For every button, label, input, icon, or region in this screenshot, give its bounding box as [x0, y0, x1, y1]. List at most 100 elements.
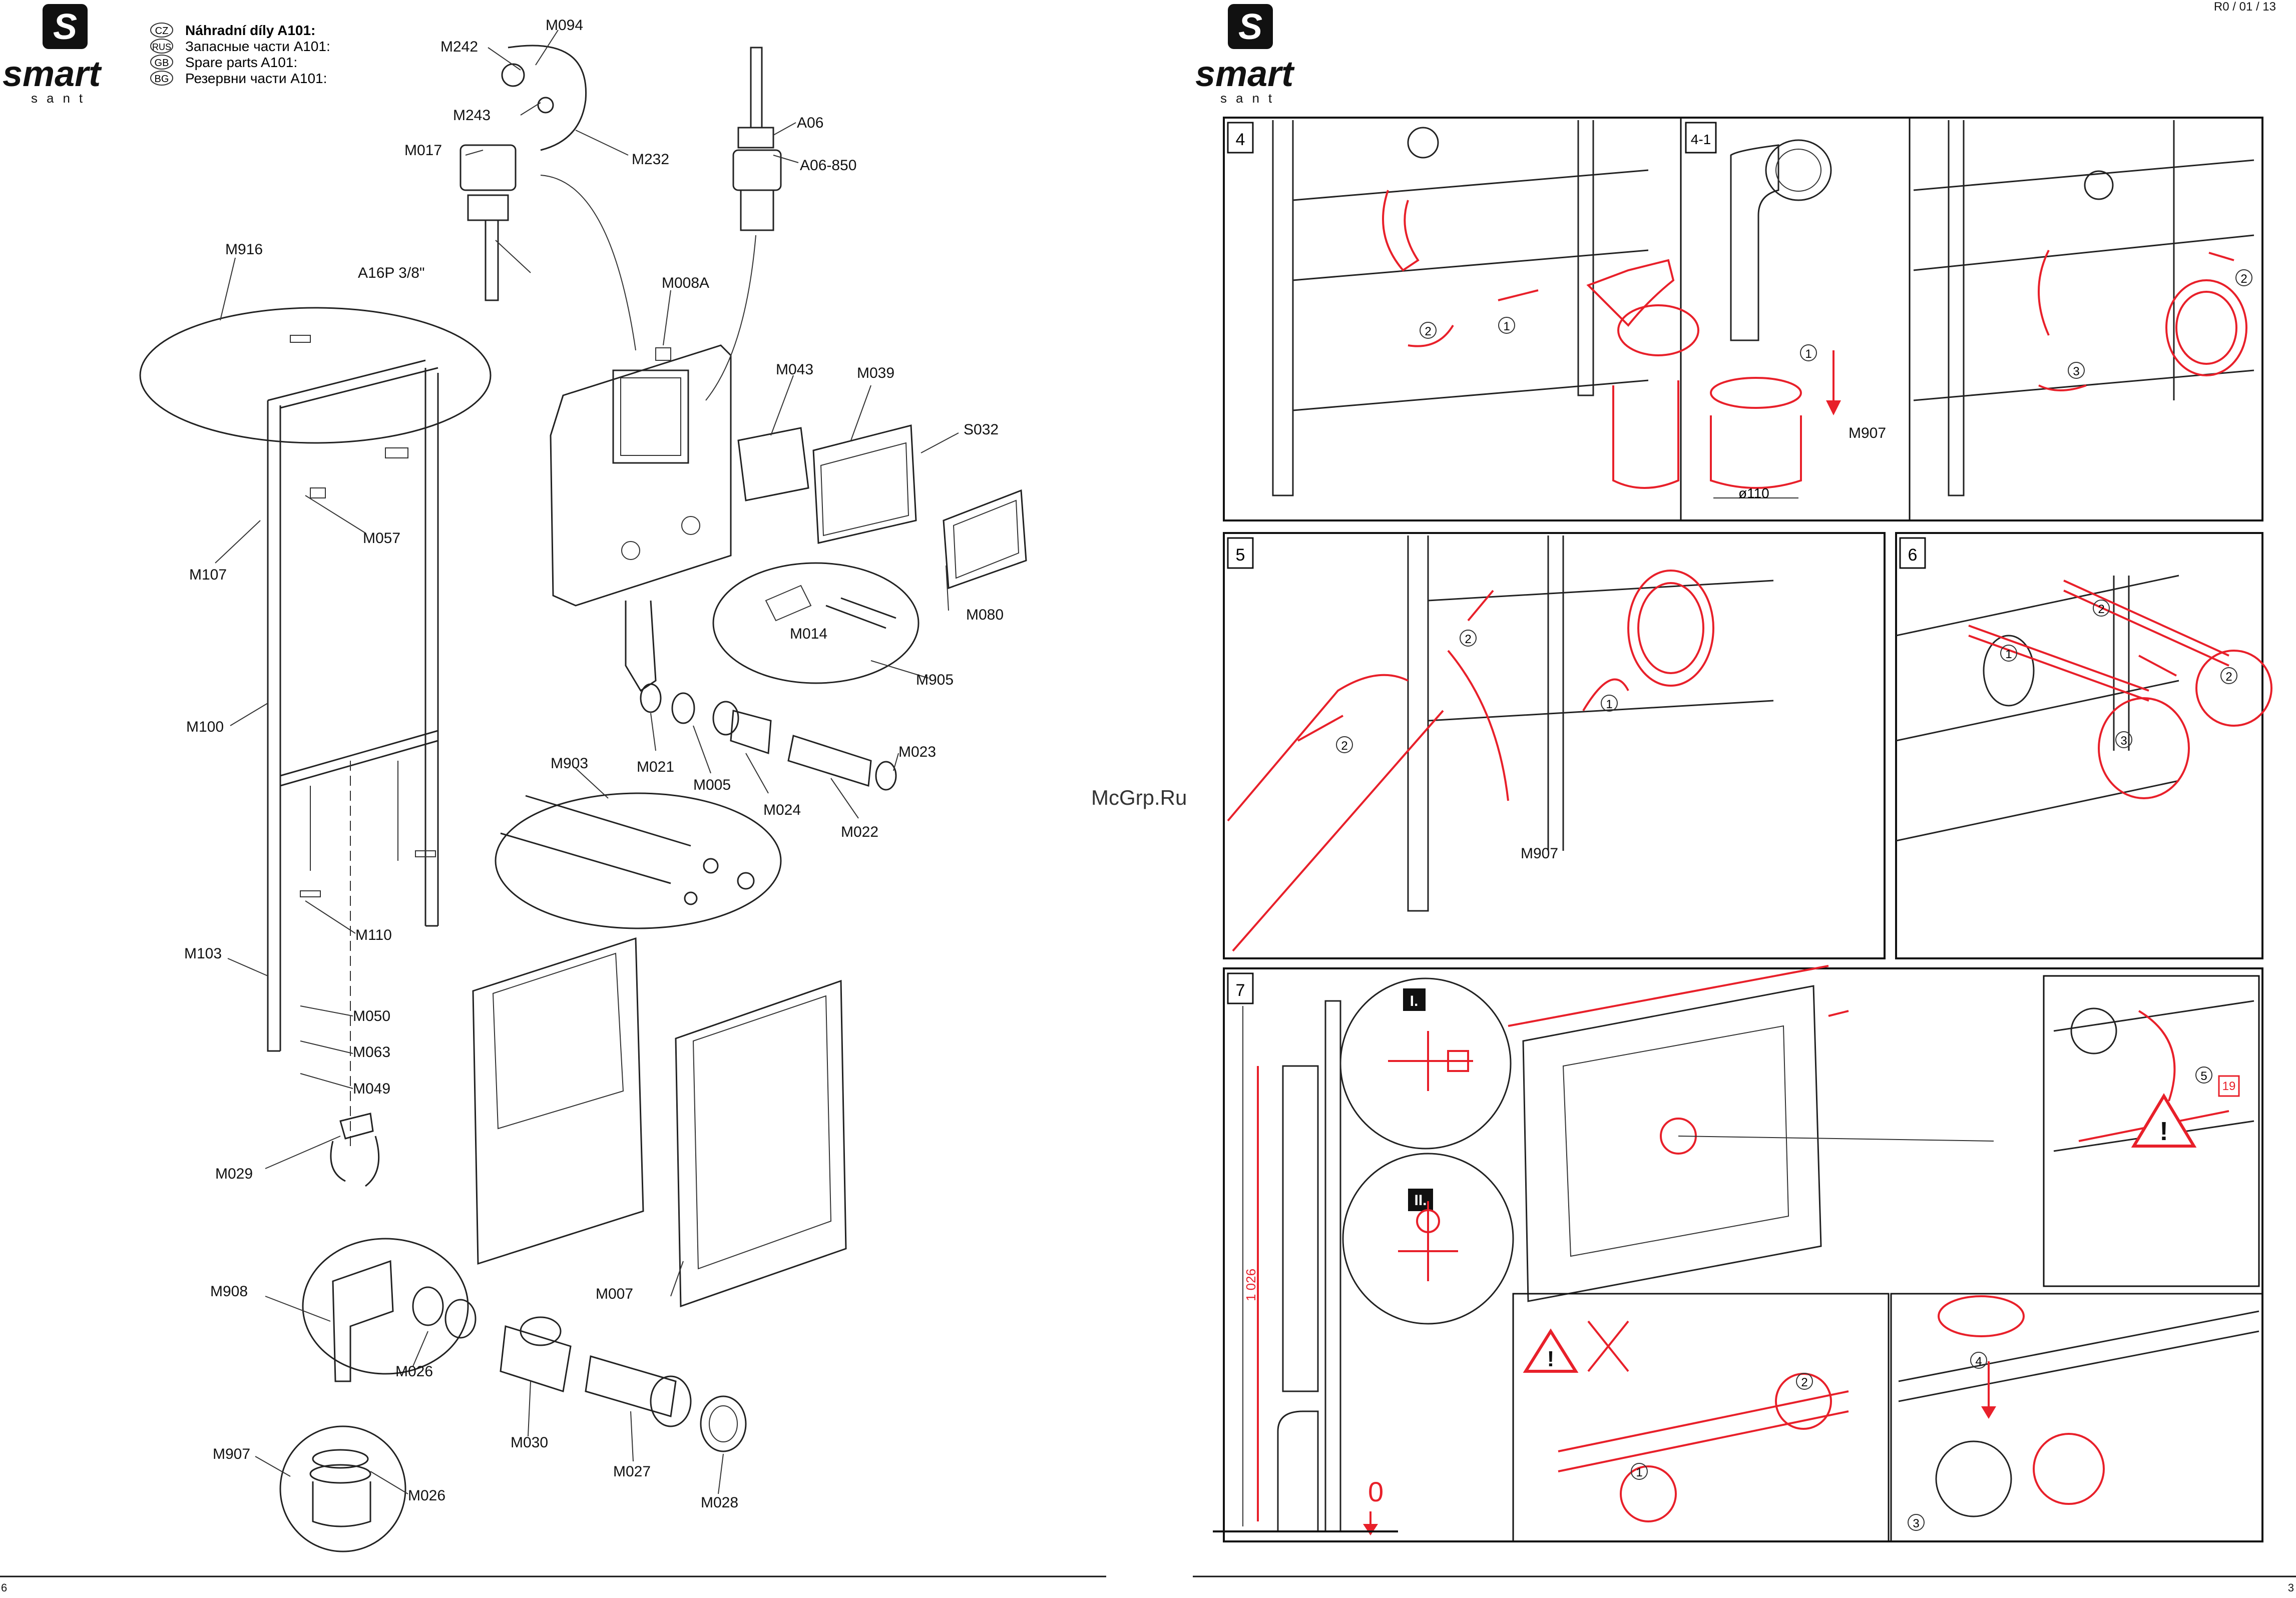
logo-sub-right: sant	[1220, 91, 1281, 106]
label-m030: M030	[511, 1434, 548, 1451]
panel-step-4: 4 1 2	[1223, 117, 2263, 521]
p7-inset-ii: II.	[1414, 1192, 1427, 1209]
label-m023: M023	[898, 744, 936, 760]
p7-label-5: 5	[2200, 1070, 2207, 1083]
label-m907: M907	[213, 1446, 250, 1462]
panel-step-6: 6 1 2 2 3	[1895, 532, 2272, 959]
p6-label-2b: 2	[2225, 670, 2232, 684]
header-line-bg: Резервни части A101:	[185, 71, 327, 86]
label-m043: M043	[776, 361, 813, 378]
step-5-number: 5	[1236, 546, 1245, 565]
header-line-gb: Spare parts A101:	[185, 55, 297, 70]
p7-label-4: 4	[1975, 1355, 1982, 1368]
label-m903: M903	[551, 755, 588, 772]
p7-tag: 19	[2222, 1080, 2236, 1093]
rods-oval	[495, 792, 782, 929]
flush-valve-drawing	[705, 47, 782, 401]
label-m014: M014	[790, 626, 827, 642]
panel-step-5: 5 1 2 2 M907	[1223, 532, 1886, 959]
p7-label-2: 2	[1801, 1376, 1807, 1389]
label-m022: M022	[841, 824, 878, 840]
header-block: CZ Náhradní díly A101: RUS Запасные част…	[150, 23, 330, 86]
label-m232: M232	[632, 151, 669, 168]
label-m905: M905	[916, 672, 954, 688]
p41-dimension: ø110	[1738, 485, 1769, 501]
smart-logo-icon: S smart sant	[1195, 4, 1295, 106]
step-4-number: 4	[1236, 130, 1245, 149]
drain-parts-row	[640, 683, 897, 791]
p41-part: M907	[1849, 425, 1886, 441]
label-m028: M028	[701, 1494, 738, 1511]
panel-step-7: 7 1 026 0 I. II.	[1213, 965, 2263, 1542]
lang-code-bg: BG	[155, 74, 169, 85]
adapter-oval	[279, 1425, 406, 1552]
p4-label-2: 2	[1425, 325, 1431, 338]
page-number-right: 3	[2287, 1581, 2294, 1594]
leader-lines	[215, 30, 959, 1494]
svg-text:!: !	[1547, 1347, 1555, 1371]
header-line-rus: Запасные части A101:	[185, 39, 330, 54]
panel-step-4-right: 2 3	[1913, 120, 2254, 496]
label-m008a: M008A	[662, 275, 709, 291]
bracket-drawing	[330, 1113, 380, 1187]
p7-label-3: 3	[1913, 1517, 1919, 1530]
plates-drawing	[737, 424, 1027, 590]
label-m026-lower: M026	[408, 1487, 445, 1504]
p5-label-1: 1	[1606, 698, 1612, 711]
label-m063: M063	[353, 1044, 390, 1060]
label-m057: M057	[363, 530, 400, 547]
warning-icon: !	[2131, 1093, 2197, 1148]
step-7-number: 7	[1236, 981, 1245, 1000]
left-page-spare-parts: S smart sant CZ Náhradní díly A101: RUS …	[0, 0, 1148, 1595]
p5-part: M907	[1521, 845, 1558, 862]
p7-label-1: 1	[1636, 1466, 1642, 1479]
label-m005: M005	[693, 777, 731, 793]
frame-drawing	[139, 307, 492, 1151]
lang-code-gb: GB	[155, 58, 169, 69]
watermark: McGrp.Ru	[1091, 786, 1187, 809]
label-m029: M029	[215, 1166, 253, 1182]
p7-inset-i: I.	[1410, 993, 1419, 1009]
actuator-parts-oval	[712, 562, 920, 684]
p4-label-1: 1	[1503, 320, 1510, 333]
cover-panels-drawing	[472, 937, 847, 1308]
step-4-1-number: 4-1	[1691, 132, 1711, 147]
p4b-label-3: 3	[2073, 365, 2079, 378]
p6-label-2a: 2	[2098, 603, 2104, 616]
step-6-number: 6	[1908, 546, 1918, 565]
logo-brand: smart	[3, 54, 102, 94]
label-s032: S032	[964, 421, 999, 438]
p5-label-2a: 2	[1465, 633, 1471, 646]
p6-label-1: 1	[2005, 648, 2012, 661]
page-number-left: 6	[1, 1581, 8, 1594]
lang-code-cz: CZ	[155, 26, 169, 37]
p4b-label-2: 2	[2240, 272, 2247, 286]
p41-label-1: 1	[1805, 347, 1811, 361]
label-m916: M916	[225, 241, 263, 258]
label-m107: M107	[189, 567, 227, 583]
label-m110: M110	[355, 927, 392, 943]
label-m100: M100	[186, 719, 224, 735]
label-a06-850: A06-850	[800, 157, 856, 174]
label-m080: M080	[966, 607, 1004, 623]
pipe-parts-bottom	[500, 1316, 747, 1452]
spare-parts-diagram: S smart sant CZ Náhradní díly A101: RUS …	[0, 4, 1106, 1577]
label-m049: M049	[353, 1081, 390, 1097]
label-m242: M242	[440, 39, 478, 55]
label-m103: M103	[184, 945, 222, 962]
installation-diagram: S smart sant 4 1 2 4-1 1	[1193, 4, 2296, 1577]
label-m021: M021	[637, 759, 674, 775]
cistern-drawing	[550, 344, 732, 692]
warning-icon: !	[1523, 1328, 1579, 1373]
label-m017: M017	[404, 142, 442, 159]
label-m908: M908	[210, 1283, 248, 1300]
revision-label: R0 / 01 / 13	[2213, 0, 2276, 14]
p7-zero: 0	[1368, 1476, 1384, 1507]
label-m094: M094	[546, 17, 583, 34]
label-m039: M039	[857, 365, 894, 381]
label-m026-upper: M026	[395, 1363, 433, 1380]
elbow-oval	[302, 1238, 477, 1382]
label-m024: M024	[763, 802, 801, 818]
p6-label-3: 3	[2120, 734, 2127, 748]
label-a16p: A16P 3/8"	[358, 265, 425, 281]
